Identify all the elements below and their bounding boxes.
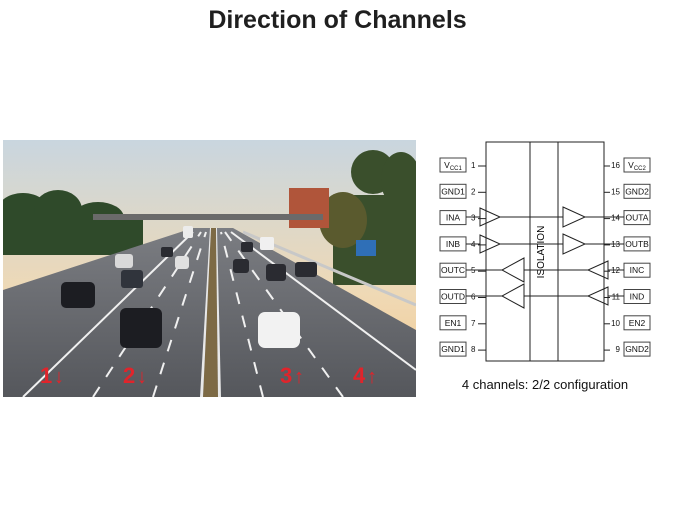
pin-name: OUTD — [441, 292, 465, 302]
diagram-caption: 4 channels: 2/2 configuration — [461, 377, 629, 392]
ic-body-outline — [485, 141, 605, 362]
pin-name: EN1 — [445, 318, 462, 328]
pin-left-3: INA 3 — [439, 210, 486, 226]
buffer-a-output-icon — [562, 206, 587, 228]
buffer-c-input-icon — [586, 260, 609, 280]
lane-label-1: 1 — [40, 363, 52, 388]
lane-arrow-1: ↓ — [54, 366, 64, 388]
pin-name: OUTA — [626, 213, 649, 223]
pin-left-6: OUTD 6 — [439, 289, 486, 304]
pin-number: 16 — [611, 161, 620, 170]
pin-number: 15 — [611, 187, 620, 196]
pin-left-5: OUTC 5 — [439, 262, 486, 278]
pin-left-2: GND1 2 — [439, 183, 486, 199]
pin-name: GND1 — [441, 186, 465, 196]
pin-number: 1 — [471, 161, 476, 170]
pin-name: INA — [446, 213, 461, 223]
pin-name: VCC2 — [628, 160, 646, 172]
pin-right-9: GND2 9 — [604, 341, 651, 357]
pin-name: OUTB — [625, 239, 649, 249]
pin-number: 2 — [471, 187, 476, 196]
pin-right-14: OUTA 14 — [604, 210, 651, 226]
pin-number: 14 — [611, 214, 620, 223]
buffer-d-output-icon — [500, 283, 525, 309]
buffer-b-output-icon — [562, 233, 587, 255]
buffer-c-output-icon — [500, 257, 525, 283]
pin-number: 7 — [471, 319, 476, 328]
lane-arrow-3: ↑ — [294, 366, 304, 388]
buffer-a-input-icon — [479, 207, 502, 227]
pin-name: GND2 — [625, 344, 649, 354]
buffer-d-input-icon — [586, 286, 609, 306]
pin-number: 8 — [471, 345, 476, 354]
pin-name: OUTC — [441, 265, 465, 275]
lane-arrow-2: ↓ — [137, 366, 147, 388]
isolation-label: ISOLATION — [536, 226, 547, 279]
pin-number: 9 — [616, 345, 621, 354]
pin-name: EN2 — [629, 318, 646, 328]
pin-number: 6 — [471, 293, 476, 302]
pin-name: INB — [446, 239, 461, 249]
pin-left-8: GND1 8 — [439, 341, 486, 357]
pin-right-15: GND2 15 — [604, 183, 651, 199]
lane-label-2: 2 — [123, 363, 135, 388]
pin-right-16: VCC2 16 — [604, 157, 651, 173]
lane-label-3: 3 — [280, 363, 292, 388]
pin-number: 5 — [471, 266, 476, 275]
highway-photo: 1↓2↓3↑4↑ — [3, 140, 416, 397]
pin-left-1: VCC1 1 — [439, 157, 486, 173]
pin-name: INC — [630, 265, 645, 275]
pin-right-12: INC 12 — [604, 262, 651, 278]
pin-number: 11 — [612, 293, 621, 302]
pin-number: 10 — [611, 319, 620, 328]
pin-number: 12 — [611, 266, 620, 275]
pin-name: GND1 — [441, 344, 465, 354]
page-title: Direction of Channels — [208, 6, 467, 34]
buffer-b-input-icon — [479, 234, 502, 254]
pin-name: IND — [630, 292, 645, 302]
lane-arrow-4: ↑ — [367, 366, 377, 388]
pin-left-7: EN1 7 — [439, 315, 486, 331]
pin-name: GND2 — [625, 186, 649, 196]
pin-right-10: EN2 10 — [604, 315, 651, 331]
pin-number: 3 — [471, 214, 476, 223]
pin-name: VCC1 — [444, 160, 462, 172]
lane-label-4: 4 — [353, 363, 366, 388]
